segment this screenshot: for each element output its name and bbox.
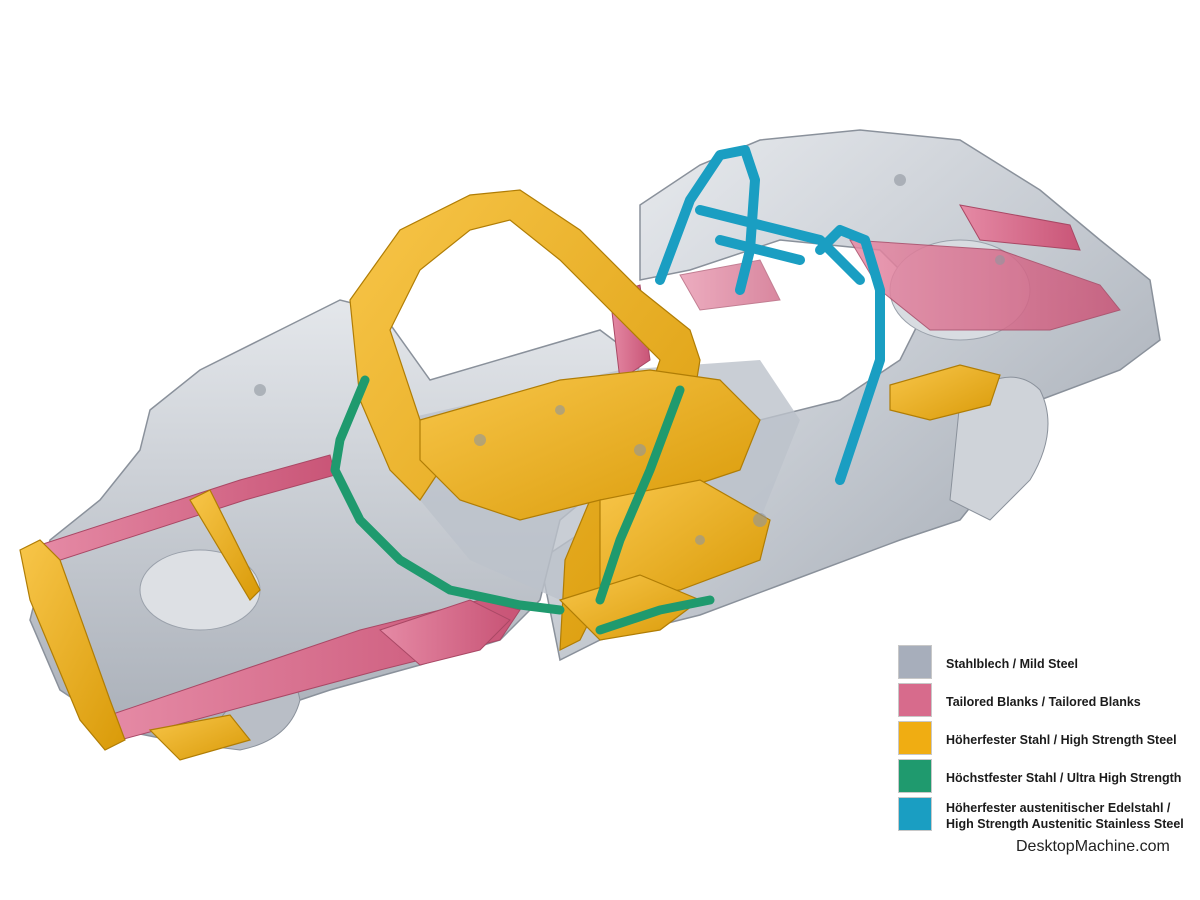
stainless-rollover-bars	[655, 145, 885, 485]
sill-yellow	[558, 574, 702, 641]
watermark: DesktopMachine.com	[1016, 838, 1170, 855]
front-bumper-beam	[19, 539, 126, 751]
rear-wheelhouse-pink	[849, 239, 1121, 331]
legend-label: Stahlblech / Mild Steel	[946, 657, 1078, 671]
detail-holes	[254, 174, 1005, 545]
high-strength-swatch	[898, 721, 932, 755]
legend-label-line-2: High Strength Austenitic Stainless Steel	[946, 817, 1184, 831]
hole	[753, 513, 767, 527]
legend-label: Höherfester Stahl / High Strength Steel	[946, 733, 1177, 747]
tailored-blank-parts	[39, 204, 1121, 741]
legend-label: Höherfester austenitischer Edelstahl /	[946, 801, 1171, 815]
hole	[254, 384, 266, 396]
sill-green	[595, 595, 715, 635]
rear-seat-pink	[679, 259, 781, 311]
hole	[894, 174, 906, 186]
stainless-swatch	[898, 797, 932, 831]
mild-steel-swatch	[898, 645, 932, 679]
legend-label: Höchstfester Stahl / Ultra High Strength	[946, 771, 1182, 785]
b-pillar-green	[595, 385, 685, 605]
tailored-blanks-swatch	[898, 683, 932, 717]
hole	[995, 255, 1005, 265]
roll-bar-cross	[715, 235, 805, 265]
front-crossmember-yellow	[189, 489, 261, 601]
hole	[555, 405, 565, 415]
rear-rail-pink	[959, 204, 1081, 251]
ultra-high-strength-swatch	[898, 759, 932, 793]
front-lower-yellow	[148, 714, 252, 761]
legend-label: Tailored Blanks / Tailored Blanks	[946, 695, 1141, 709]
a-pillar-reinforcement	[330, 375, 565, 615]
lower-sill-pink	[379, 599, 511, 666]
rear-bracket-yellow	[889, 364, 1001, 421]
hole	[634, 444, 646, 456]
hole	[695, 535, 705, 545]
hole	[474, 434, 486, 446]
roll-bar-brace	[695, 205, 865, 285]
roll-bar-right	[815, 225, 885, 485]
ultra-high-strength-parts	[330, 375, 715, 635]
